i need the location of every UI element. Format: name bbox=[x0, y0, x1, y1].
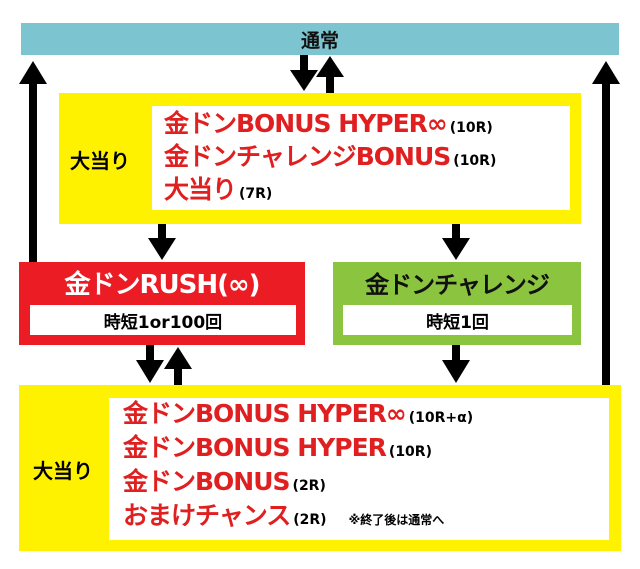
challenge-subtitle: 時短1回 bbox=[343, 305, 572, 335]
arrow-upper-win-to-rush bbox=[148, 224, 176, 260]
lower-win-item-name: 金ドンBONUS bbox=[123, 467, 291, 496]
arrow-upper-win-to-normal bbox=[316, 56, 344, 93]
lower-win-item-rounds: (2R) bbox=[293, 512, 327, 528]
lower-win-item: 金ドンBONUS (2R) bbox=[123, 469, 609, 503]
arrow-normal-to-upper-win bbox=[290, 55, 318, 91]
arrow-rush-to-lower-win bbox=[136, 345, 164, 383]
upper-win-item: 金ドンBONUS HYPER∞ (10R) bbox=[164, 111, 570, 144]
arrow-rush-end-to-normal bbox=[19, 61, 47, 262]
challenge-title: 金ドンチャレンジ bbox=[365, 270, 550, 299]
upper-win-item-rounds: (10R) bbox=[449, 120, 493, 136]
lower-win-item-name: 金ドンBONUS HYPER bbox=[123, 433, 387, 462]
upper-win-item-name: 大当り bbox=[164, 175, 237, 204]
arrow-lower-win-to-normal bbox=[592, 61, 620, 385]
upper-win-label: 大当り bbox=[70, 149, 130, 173]
lower-win-item-name: 金ドンBONUS HYPER∞ bbox=[123, 399, 407, 428]
normal-state-bar: 通常 bbox=[21, 23, 619, 55]
upper-win-item: 金ドンチャレンジBONUS (10R) bbox=[164, 144, 570, 177]
lower-win-label: 大当り bbox=[33, 459, 93, 483]
upper-win-item-name: 金ドンチャレンジBONUS bbox=[164, 142, 451, 171]
lower-win-item-rounds: (2R) bbox=[292, 478, 326, 494]
upper-win-list: 金ドンBONUS HYPER∞ (10R) 金ドンチャレンジBONUS (10R… bbox=[152, 106, 570, 210]
lower-win-list: 金ドンBONUS HYPER∞ (10R+α) 金ドンBONUS HYPER (… bbox=[109, 398, 609, 540]
rush-subtitle: 時短1or100回 bbox=[30, 305, 296, 335]
lower-win-item: おまけチャンス (2R) ※終了後は通常へ bbox=[123, 503, 609, 537]
lower-win-item: 金ドンBONUS HYPER (10R) bbox=[123, 435, 609, 469]
upper-win-item-rounds: (10R) bbox=[453, 153, 497, 169]
lower-win-item: 金ドンBONUS HYPER∞ (10R+α) bbox=[123, 401, 609, 435]
return-to-normal-note: ※終了後は通常へ bbox=[348, 513, 445, 527]
rush-title: 金ドンRUSH(∞) bbox=[64, 269, 260, 300]
lower-win-item-rounds: (10R) bbox=[388, 444, 432, 460]
normal-state-label: 通常 bbox=[300, 29, 339, 52]
arrow-upper-win-to-challenge bbox=[442, 224, 470, 260]
arrow-challenge-to-lower-win bbox=[442, 345, 470, 383]
lower-win-item-name: おまけチャンス bbox=[123, 501, 291, 530]
lower-win-item-rounds: (10R+α) bbox=[408, 410, 474, 426]
upper-win-item-rounds: (7R) bbox=[239, 186, 273, 202]
arrow-lower-win-to-rush bbox=[164, 347, 192, 385]
upper-win-item-name: 金ドンBONUS HYPER∞ bbox=[164, 109, 448, 138]
upper-win-item: 大当り (7R) bbox=[164, 177, 570, 210]
